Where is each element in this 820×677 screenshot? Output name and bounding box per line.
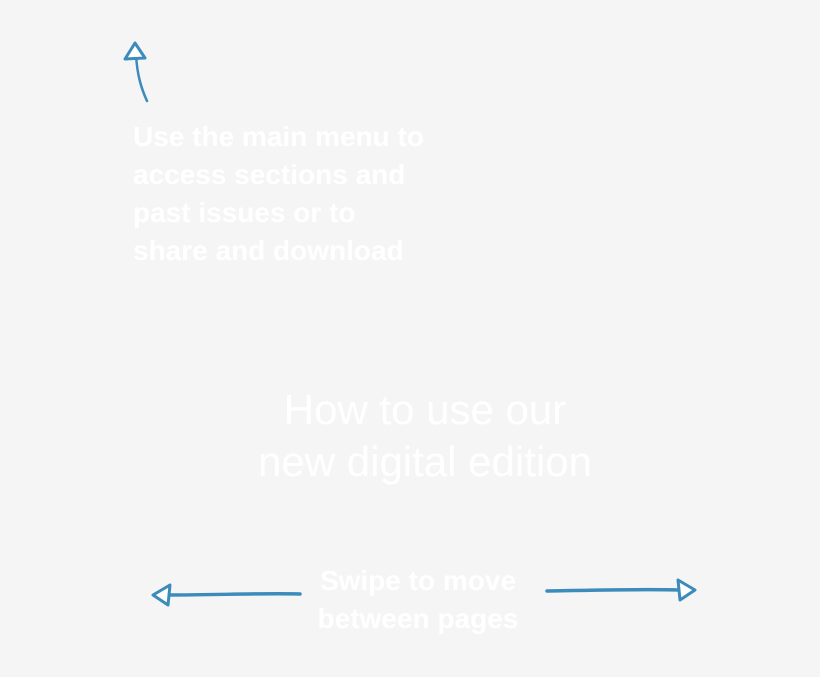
menu-hint-text: Use the main menu to access sections and… xyxy=(133,121,424,266)
arrow-right-icon xyxy=(545,578,697,602)
arrow-left-icon xyxy=(151,583,302,607)
arrow-up-icon xyxy=(123,41,149,103)
title-line: new digital edition xyxy=(258,438,592,485)
title-line: How to use our xyxy=(283,386,567,433)
swipe-hint-line: between pages xyxy=(317,603,519,634)
swipe-hint-text: Swipe to move between pages xyxy=(296,562,540,638)
swipe-hint-line: Swipe to move xyxy=(319,565,517,596)
guide-title: How to use our new digital edition xyxy=(230,384,620,488)
